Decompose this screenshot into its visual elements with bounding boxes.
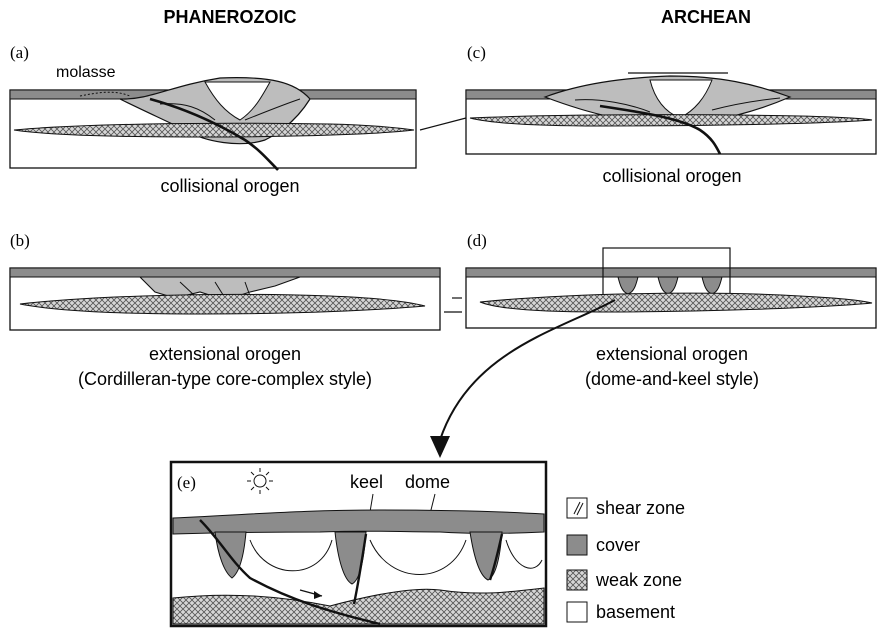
- header-phanerozoic: PHANEROZOIC: [163, 7, 296, 27]
- legend-label-weak-zone: weak zone: [595, 570, 682, 590]
- molasse-label: molasse: [56, 64, 116, 81]
- legend-item-cover: cover: [567, 535, 640, 555]
- panel-d-cover: [466, 268, 876, 277]
- header-archean: ARCHEAN: [661, 7, 751, 27]
- legend-item-weak-zone: weak zone: [567, 570, 682, 590]
- panel-c-label: (c): [467, 43, 486, 62]
- legend-label-cover: cover: [596, 535, 640, 555]
- keel-label: keel: [350, 472, 383, 492]
- basement-swatch: [567, 602, 587, 622]
- panel-e-label: (e): [177, 473, 196, 492]
- panel-b: (b) extensional orogen (Cordilleran-type…: [10, 231, 462, 389]
- panel-b-caption-line2: (Cordilleran-type core-complex style): [78, 369, 372, 389]
- panel-a: (a) molasse collisional orogen: [10, 43, 416, 196]
- panel-a-caption: collisional orogen: [160, 176, 299, 196]
- cover-swatch: [567, 535, 587, 555]
- legend: shear zone cover weak zone basement: [567, 498, 685, 622]
- panel-c: (c) collisional orogen: [420, 43, 876, 186]
- panel-c-caption: collisional orogen: [602, 166, 741, 186]
- legend-label-shear-zone: shear zone: [596, 498, 685, 518]
- panel-b-label: (b): [10, 231, 30, 250]
- panel-d: (d) extensional orogen (dome-and-keel st…: [430, 231, 876, 458]
- panel-d-label: (d): [467, 231, 487, 250]
- panel-a-label: (a): [10, 43, 29, 62]
- panel-b-caption-line1: extensional orogen: [149, 344, 301, 364]
- legend-item-shear-zone: shear zone: [567, 498, 685, 518]
- legend-item-basement: basement: [567, 602, 675, 622]
- panel-d-caption-line2: (dome-and-keel style): [585, 369, 759, 389]
- panel-d-caption-line1: extensional orogen: [596, 344, 748, 364]
- panel-b-cover: [10, 268, 440, 277]
- weak-zone-swatch: [567, 570, 587, 590]
- dome-label: dome: [405, 472, 450, 492]
- inset-arrow-head: [430, 436, 450, 458]
- panel-e: (e) keel dome: [171, 462, 546, 626]
- legend-label-basement: basement: [596, 602, 675, 622]
